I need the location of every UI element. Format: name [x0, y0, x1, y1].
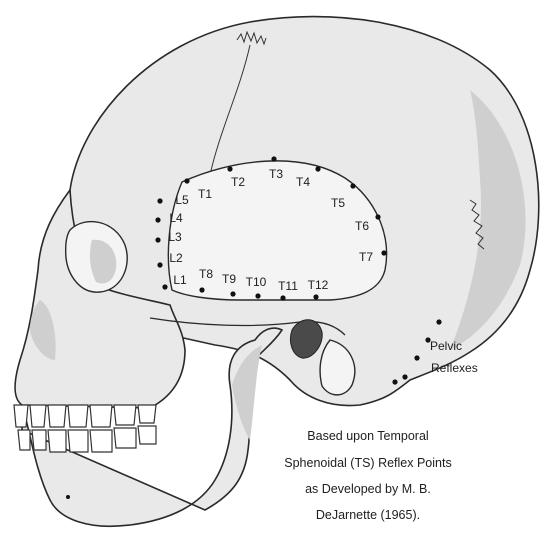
reflex-dot-t7 [381, 250, 386, 255]
reflex-dot-l3 [155, 237, 160, 242]
reflex-label-t2: T2 [231, 175, 245, 189]
reflex-dot-t12 [313, 294, 318, 299]
reflex-dot-t4 [315, 166, 320, 171]
upper-teeth [14, 405, 156, 427]
reflex-label-t6: T6 [355, 219, 369, 233]
pelvic-dot-4 [402, 374, 407, 379]
reflex-dot-l4 [155, 217, 160, 222]
caption: Based upon Temporal Sphenoidal (TS) Refl… [284, 429, 451, 522]
reflex-label-l3: L3 [168, 230, 182, 244]
reflex-dot-t9 [230, 291, 235, 296]
reflex-dot-l1 [162, 284, 167, 289]
caption-line-2: Sphenoidal (TS) Reflex Points [284, 456, 451, 470]
reflex-label-l2: L2 [169, 251, 183, 265]
reflex-label-l1: L1 [173, 273, 187, 287]
reflex-dot-l5 [157, 198, 162, 203]
pelvic-label-line-1: Pelvic [430, 339, 462, 353]
reflex-label-t9: T9 [222, 272, 236, 286]
pelvic-dot-5 [392, 379, 397, 384]
mental-foramen [66, 495, 70, 499]
caption-line-1: Based upon Temporal [307, 429, 428, 443]
reflex-dot-t3 [271, 156, 276, 161]
reflex-dot-l2 [157, 262, 162, 267]
reflex-label-t1: T1 [198, 187, 212, 201]
reflex-dot-t10 [255, 293, 260, 298]
reflex-label-t11: T11 [278, 279, 298, 293]
reflex-label-t10: T10 [246, 275, 267, 289]
pelvic-label-line-2: Reflexes [431, 361, 478, 375]
reflex-dot-t5 [350, 183, 355, 188]
caption-line-3: as Developed by M. B. [305, 482, 431, 496]
reflex-label-t8: T8 [199, 267, 213, 281]
reflex-dot-t11 [280, 295, 285, 300]
reflex-dot-t8 [199, 287, 204, 292]
reflex-label-t5: T5 [331, 196, 345, 210]
reflex-label-t12: T12 [308, 278, 329, 292]
reflex-label-t7: T7 [359, 250, 373, 264]
reflex-dot-t1 [184, 178, 189, 183]
caption-line-4: DeJarnette (1965). [316, 508, 420, 522]
lower-teeth [18, 426, 156, 452]
pelvic-dot-1 [436, 319, 441, 324]
reflex-label-t3: T3 [269, 167, 283, 181]
reflex-label-l5: L5 [175, 193, 189, 207]
reflex-label-t4: T4 [296, 175, 310, 189]
reflex-label-l4: L4 [169, 211, 183, 225]
reflex-dot-t2 [227, 166, 232, 171]
pelvic-dot-3 [414, 355, 419, 360]
reflex-dot-t6 [375, 214, 380, 219]
